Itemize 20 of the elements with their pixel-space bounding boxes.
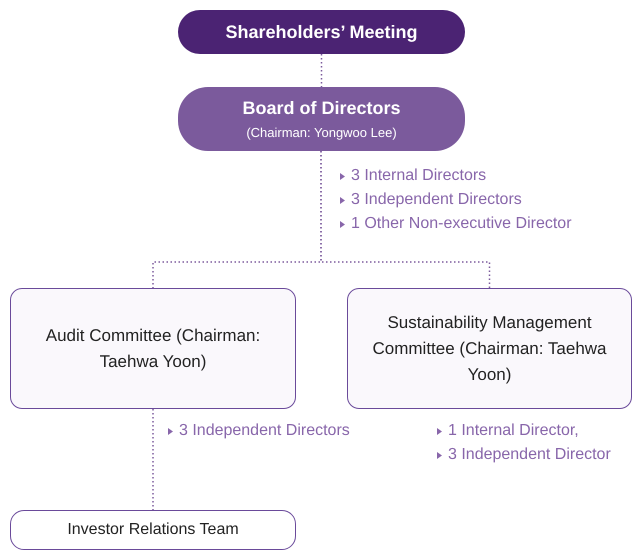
node-title: Shareholders’ Meeting: [225, 22, 418, 42]
member-note: 3 Independent Directors: [351, 190, 522, 210]
meeting-box: [178, 10, 465, 54]
committee-box: [347, 288, 632, 409]
member-note: 3 Independent Director: [448, 445, 611, 465]
member-note: 1 Other Non-executive Director: [351, 214, 572, 234]
connector-line: [152, 409, 154, 510]
node-title: Sustainability Management Committee (Chairman: Taehwa Yoon): [372, 312, 608, 386]
team-box: [10, 510, 296, 550]
node-subtitle: (Chairman: Yongwoo Lee): [246, 125, 397, 140]
member-note: 3 Independent Directors: [179, 421, 350, 441]
committee-box: [10, 288, 296, 409]
member-note: 3 Internal Directors: [351, 166, 486, 186]
node-title: Audit Committee (Chairman: Taehwa Yoon): [44, 324, 262, 372]
node-title: Investor Relations Team: [67, 521, 239, 539]
node-title: Board of Directors: [242, 98, 401, 119]
connector-line: [320, 151, 490, 288]
member-note: 1 Internal Director,: [448, 421, 579, 441]
connector-line: [320, 54, 322, 87]
board-box: [178, 87, 465, 151]
